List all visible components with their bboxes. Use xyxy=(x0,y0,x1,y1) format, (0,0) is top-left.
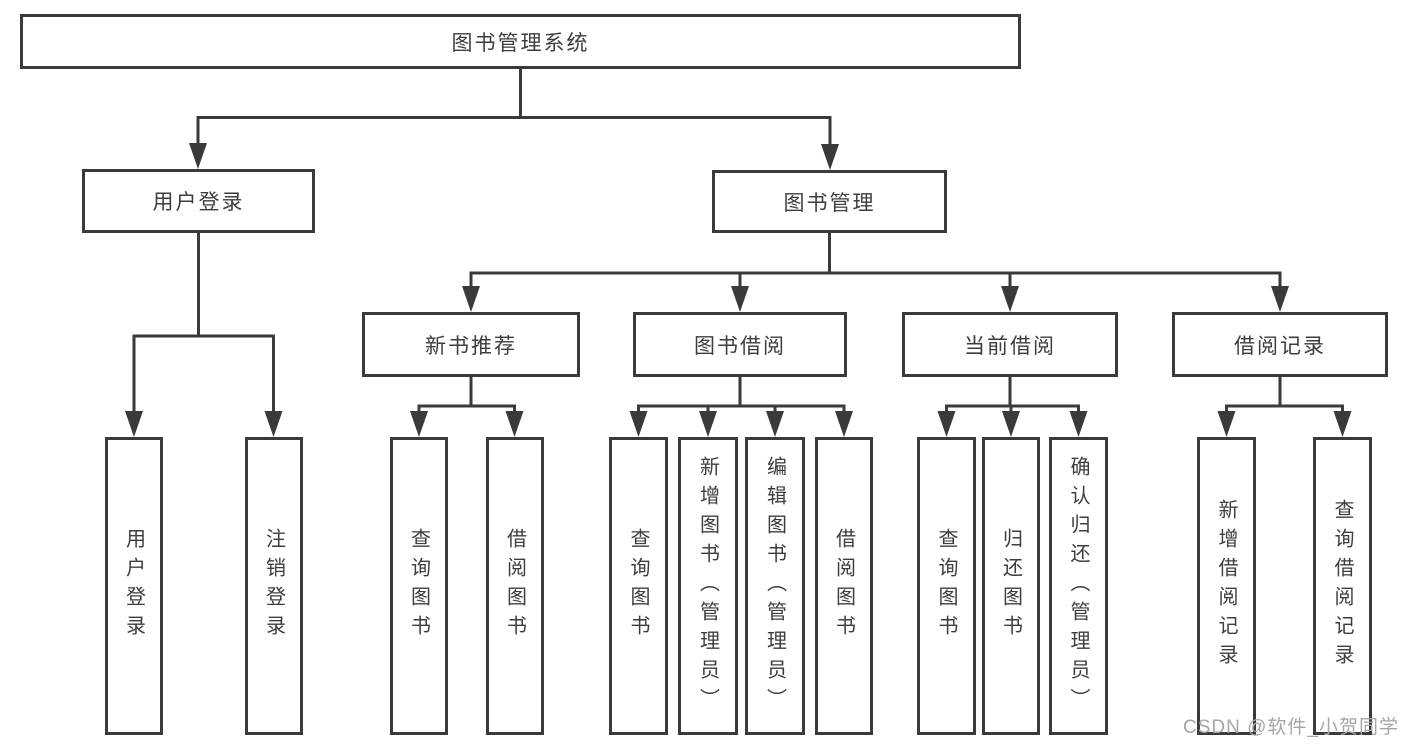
leaf-query-books-recommend: 查询图书 xyxy=(390,437,448,735)
node-new-book-recommend: 新书推荐 xyxy=(362,312,580,377)
leaf-borrow-books: 借阅图书 xyxy=(815,437,873,735)
node-user-login: 用户登录 xyxy=(82,169,315,233)
leaf-user-login: 用户登录 xyxy=(105,437,163,735)
leaf-query-books-current: 查询图书 xyxy=(917,437,976,735)
leaf-return-book: 归还图书 xyxy=(982,437,1040,735)
leaf-query-borrow-record: 查询借阅记录 xyxy=(1313,437,1372,735)
watermark: CSDN @软件_小贺同学 xyxy=(1183,717,1399,738)
node-root: 图书管理系统 xyxy=(20,14,1021,69)
leaf-edit-book-admin: 编辑图书（管理员） xyxy=(745,437,805,735)
leaf-add-book-admin: 新增图书（管理员） xyxy=(678,437,738,735)
leaf-confirm-return-admin: 确认归还（管理员） xyxy=(1049,437,1108,735)
leaf-borrow-books-recommend: 借阅图书 xyxy=(486,437,544,735)
node-book-borrow: 图书借阅 xyxy=(633,312,847,377)
leaf-add-borrow-record: 新增借阅记录 xyxy=(1197,437,1256,735)
node-borrow-records: 借阅记录 xyxy=(1172,312,1388,377)
leaf-query-books-borrow: 查询图书 xyxy=(609,437,668,735)
node-book-management: 图书管理 xyxy=(712,170,947,233)
leaf-logout: 注销登录 xyxy=(245,437,303,735)
node-current-borrow: 当前借阅 xyxy=(902,312,1118,377)
